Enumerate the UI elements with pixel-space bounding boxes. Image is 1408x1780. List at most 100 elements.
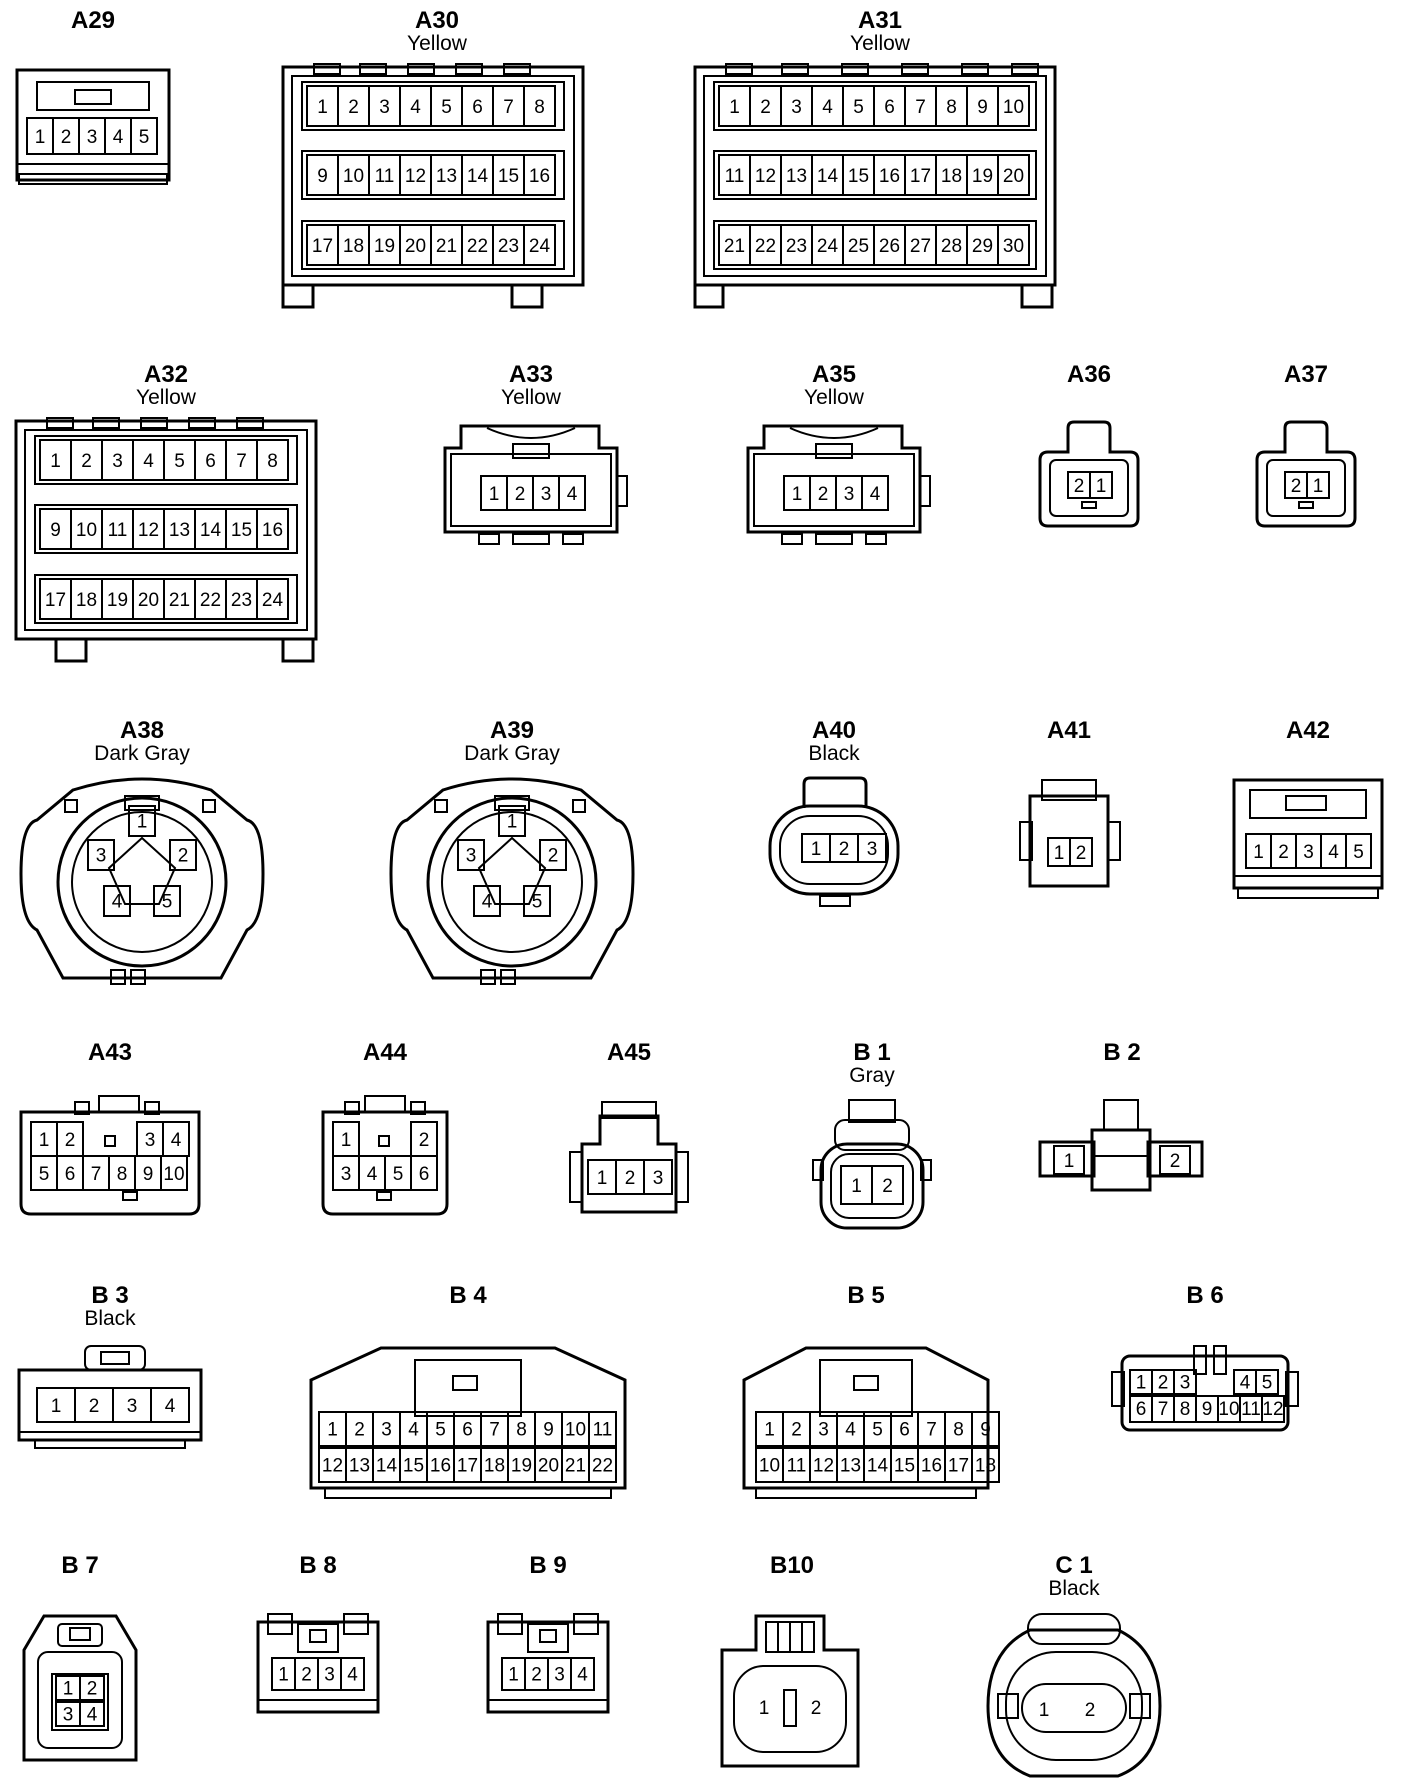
pin-cavity: 22	[461, 224, 494, 266]
pin-number: 8	[534, 97, 545, 118]
connector-color-label: Yellow	[850, 32, 910, 55]
pin-cavity: 17	[39, 578, 72, 620]
pin-cavity: 11	[782, 1447, 811, 1483]
pin-cavity: 3	[457, 839, 485, 871]
pin-number: 4	[347, 1664, 358, 1685]
pin-number: 23	[786, 236, 807, 257]
pin-number: 2	[1291, 476, 1302, 497]
pin-cavity: 1	[801, 833, 831, 863]
pin-number: 13	[840, 1455, 861, 1476]
pin-cavity: 2	[1159, 1145, 1191, 1175]
pin-number: 4	[112, 891, 123, 912]
pin-number: 2	[87, 1678, 98, 1699]
pin-number: 16	[430, 1455, 451, 1476]
connector-id-label: A42	[1285, 717, 1331, 744]
pin-number: 20	[138, 590, 159, 611]
pin-number: 6	[899, 1419, 910, 1440]
pin-cavity: 4	[399, 1411, 428, 1447]
pin-cavity: 3	[547, 1657, 572, 1691]
pin-cavity: 4	[399, 85, 432, 127]
pin-cavity: 13	[163, 508, 196, 550]
pin-cavity: 19	[368, 224, 401, 266]
pin-number: 3	[818, 1419, 829, 1440]
pin-number: 6	[205, 451, 216, 472]
pin-cavity: 2	[1067, 471, 1091, 499]
pin-cavity: 14	[372, 1447, 401, 1483]
pin-number: 2	[419, 1130, 430, 1151]
pin-number: 6	[884, 97, 895, 118]
pin-number: 10	[343, 166, 364, 187]
pin-number: 27	[910, 236, 931, 257]
pin-cavity: 3	[101, 439, 134, 481]
pin-number: 5	[441, 97, 452, 118]
pin-number: 2	[515, 484, 526, 505]
connector-id-label: B 5	[847, 1282, 885, 1309]
pin-cavity: 15	[225, 508, 258, 550]
pin-number: 5	[39, 1164, 50, 1185]
pin-number: 23	[231, 590, 252, 611]
pin-number: 1	[489, 484, 500, 505]
pin-cavity: 1	[501, 1657, 526, 1691]
pin-cavity: 4	[570, 1657, 595, 1691]
pin-cavity: 1	[36, 1387, 76, 1423]
pin-cavity: 2	[615, 1159, 645, 1195]
pin-number: 3	[1180, 1372, 1191, 1393]
pin-number: 14	[376, 1455, 398, 1476]
connector-id-label: A38	[119, 717, 165, 744]
pin-number: 1	[1064, 1151, 1075, 1172]
pin-cavity: 8	[523, 85, 556, 127]
pin-number: 5	[1262, 1372, 1273, 1393]
pin-number: 18	[76, 590, 97, 611]
pin-cavity: 9	[39, 508, 72, 550]
pin-number: 16	[879, 166, 900, 187]
pin-cavity: 8	[507, 1411, 536, 1447]
pin-cavity: 1	[587, 1159, 617, 1195]
pin-number: 18	[941, 166, 962, 187]
pin-number: 1	[851, 1176, 862, 1197]
pin-cavity: 14	[194, 508, 227, 550]
pin-number: 2	[348, 97, 359, 118]
pin-cavity: 15	[842, 154, 875, 196]
pin-number: 2	[1076, 843, 1087, 864]
pin-cavity: 3	[532, 475, 560, 511]
pin-cavity: 16	[873, 154, 906, 196]
pin-number: 8	[953, 1419, 964, 1440]
pin-number: 9	[317, 166, 328, 187]
pin-cavity: 2	[52, 117, 80, 155]
pin-cavity: 12	[318, 1447, 347, 1483]
pin-cavity: 7	[904, 85, 937, 127]
pin-cavity: 3	[112, 1387, 152, 1423]
pin-number: 7	[236, 451, 247, 472]
pin-cavity: 8	[256, 439, 289, 481]
pin-number: 2	[61, 127, 72, 148]
pin-cavity: 24	[256, 578, 289, 620]
pin-cavity: 1	[306, 85, 339, 127]
pin-cavity: 3	[372, 1411, 401, 1447]
pin-number: 12	[138, 520, 159, 541]
pin-cavity: 2	[1069, 837, 1093, 867]
pin-cavity: 2	[782, 1411, 811, 1447]
pin-cavity: 10	[1217, 1395, 1241, 1423]
pin-number: 1	[508, 1664, 519, 1685]
pin-cavity: 13	[780, 154, 813, 196]
pin-number: 3	[63, 1704, 74, 1725]
pin-number: 5	[435, 1419, 446, 1440]
pin-cavity: 18	[70, 578, 103, 620]
pin-cavity: 1	[840, 1165, 873, 1205]
pin-cavity: 1	[1047, 837, 1071, 867]
pin-cavity: 4	[558, 475, 586, 511]
pin-number: 7	[926, 1419, 937, 1440]
pin-number: 26	[879, 236, 900, 257]
